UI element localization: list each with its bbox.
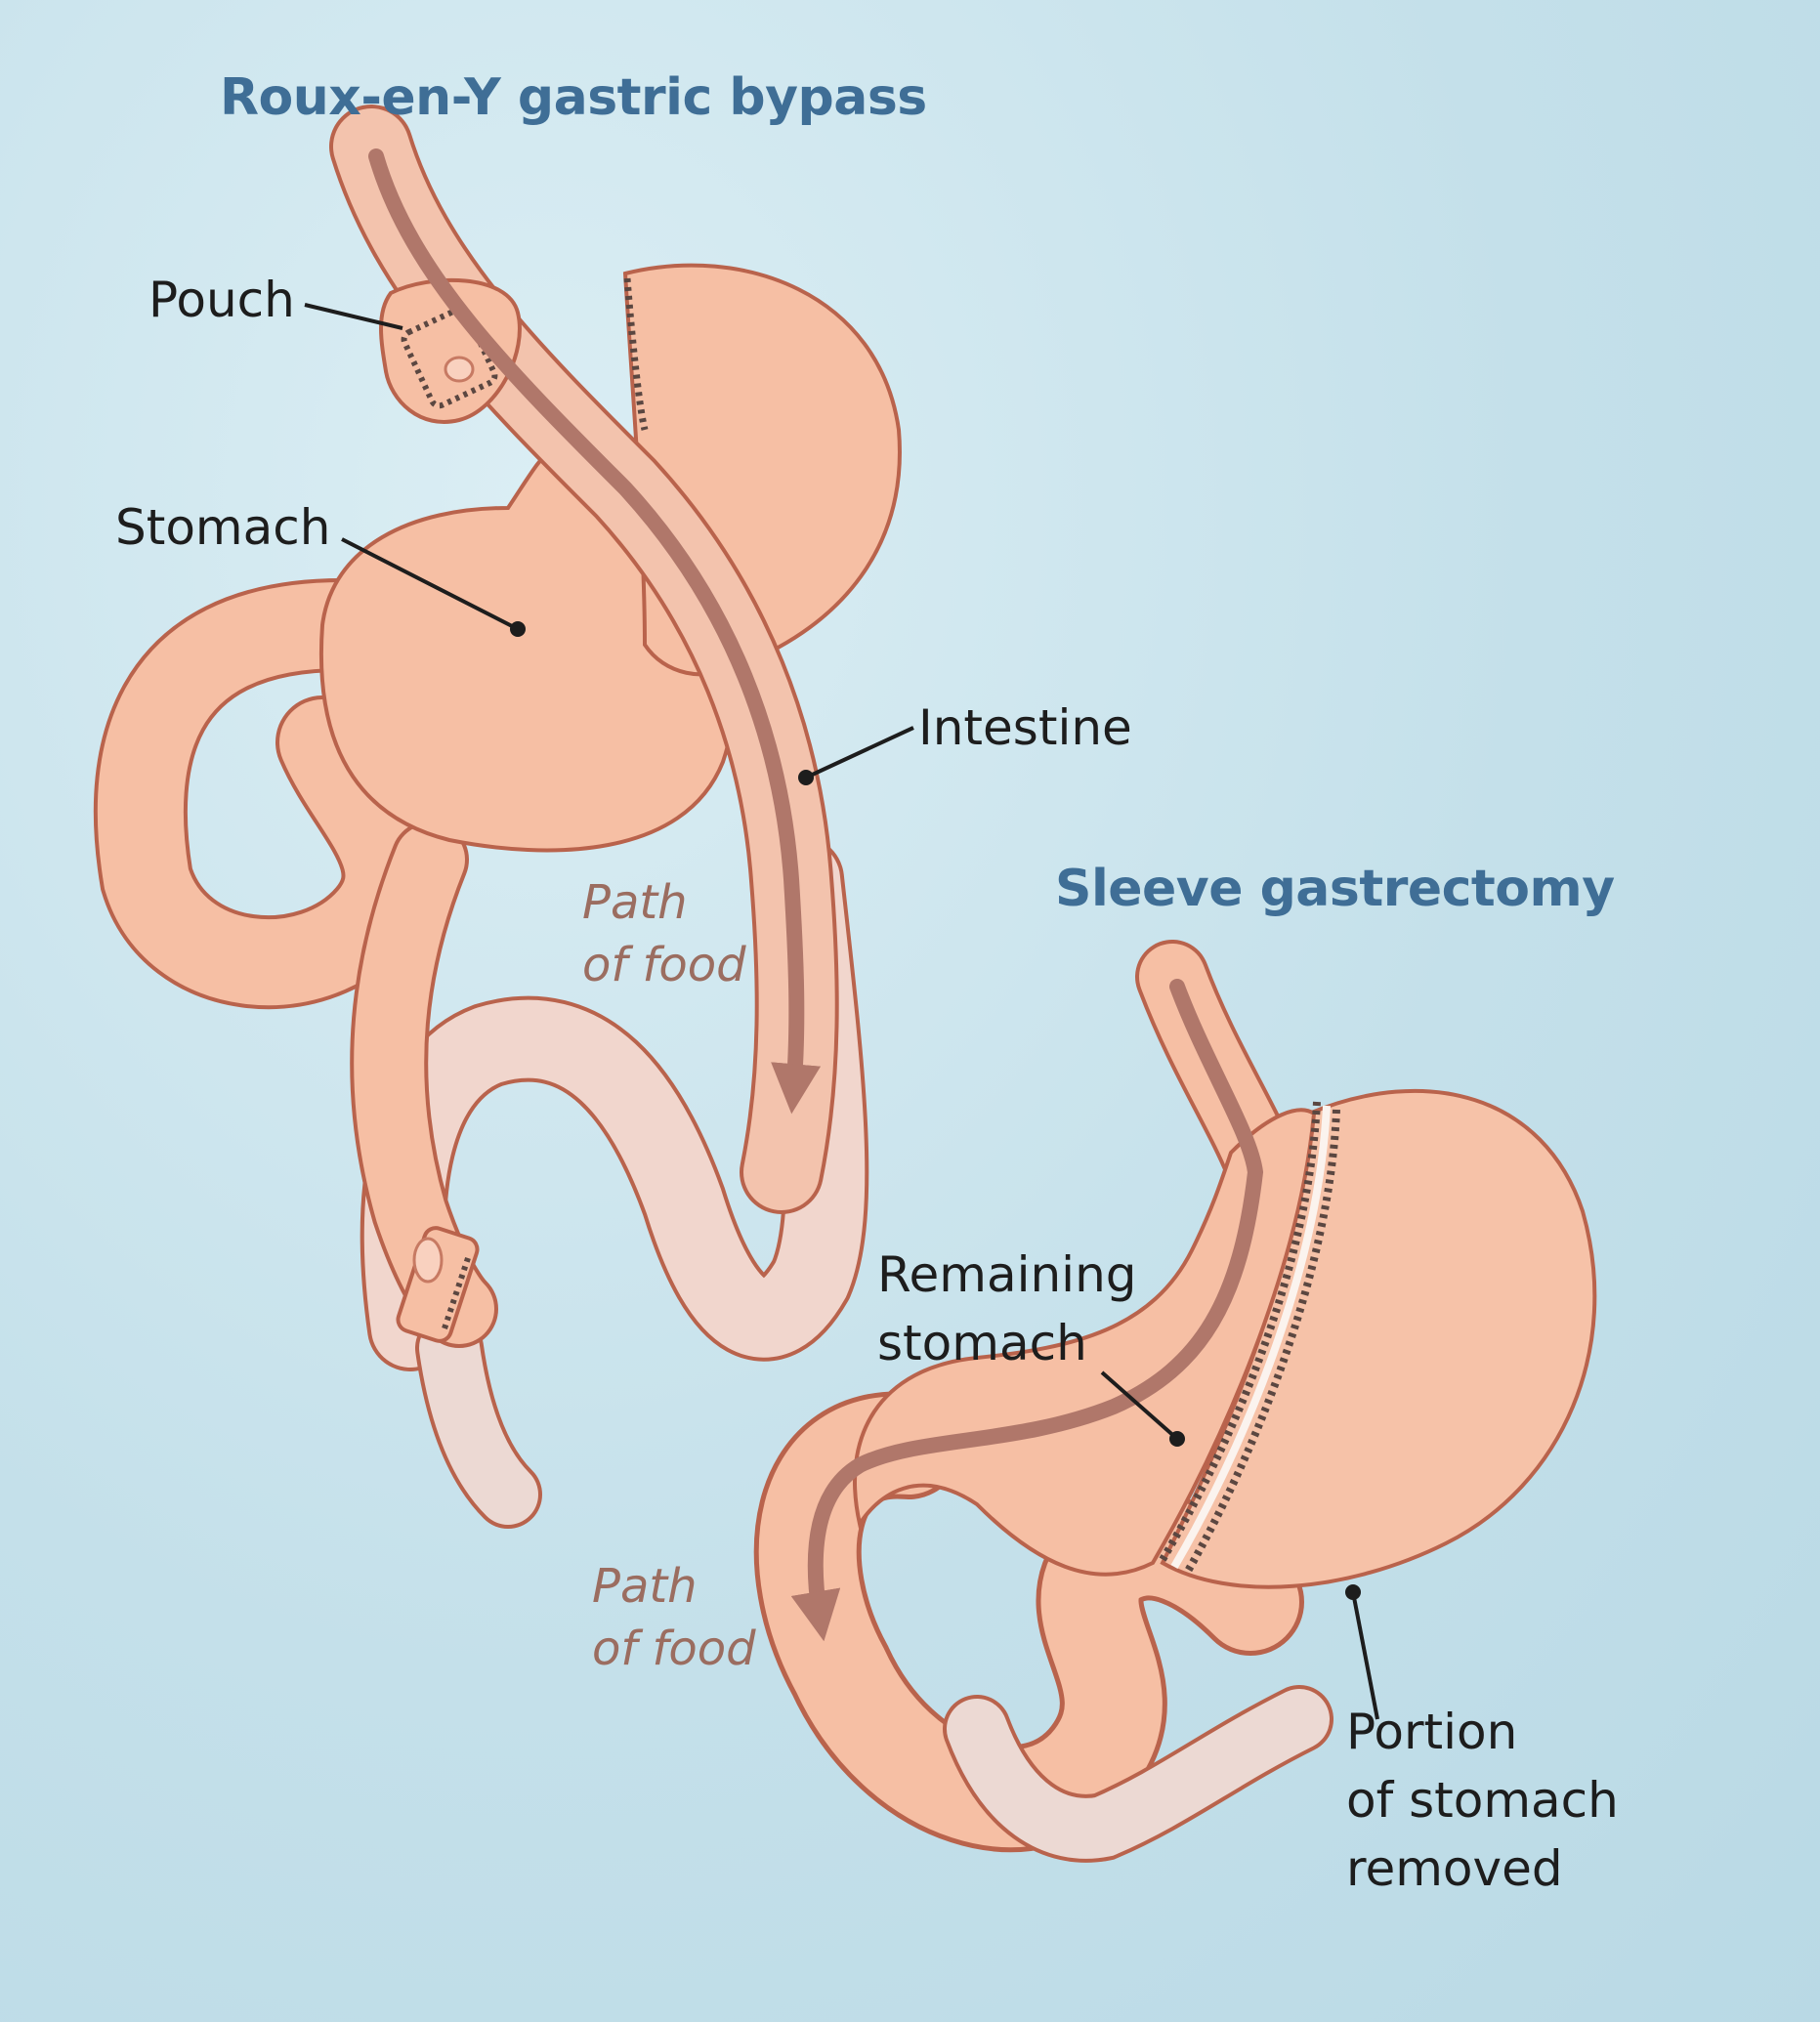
sleeve-path-of-food-label: Path of food (592, 1555, 756, 1680)
sleeve-anatomy (753, 940, 1597, 1863)
bypass-title: Roux-en-Y gastric bypass (220, 68, 927, 127)
bypass-path-line1: Path (582, 875, 688, 930)
sleeve-remaining-stomach (853, 1108, 1317, 1577)
sleeve-title: Sleeve gastrectomy (1055, 860, 1615, 918)
sleeve-staple-line-outer (1157, 1101, 1321, 1566)
bypass-path-line2: of food (582, 938, 746, 992)
bypass-anatomy (93, 105, 914, 1529)
remaining-line1: Remaining (877, 1246, 1137, 1303)
stomach-label: Stomach (115, 499, 331, 556)
intestine-label: Intestine (918, 699, 1132, 756)
removed-line1: Portion (1346, 1704, 1518, 1760)
pouch-label: Pouch (148, 272, 295, 328)
sleeve-path-line1: Path (592, 1559, 698, 1614)
removed-line3: removed (1346, 1840, 1563, 1897)
remaining-stomach-label: Remaining stomach (877, 1241, 1137, 1377)
sleeve-staple-line-inner (1183, 1109, 1340, 1575)
removed-line2: of stomach (1346, 1772, 1619, 1829)
bypass-stub-end (396, 1226, 480, 1343)
bypass-pouch (379, 277, 522, 424)
portion-removed-label: Portion of stomach removed (1346, 1698, 1619, 1903)
sleeve-path-line2: of food (592, 1622, 756, 1676)
bypass-path-of-food-label: Path of food (582, 871, 746, 996)
sleeve-food-arrow (790, 979, 1264, 1642)
bypass-food-arrow (368, 148, 822, 1115)
remaining-line2: stomach (877, 1315, 1087, 1371)
